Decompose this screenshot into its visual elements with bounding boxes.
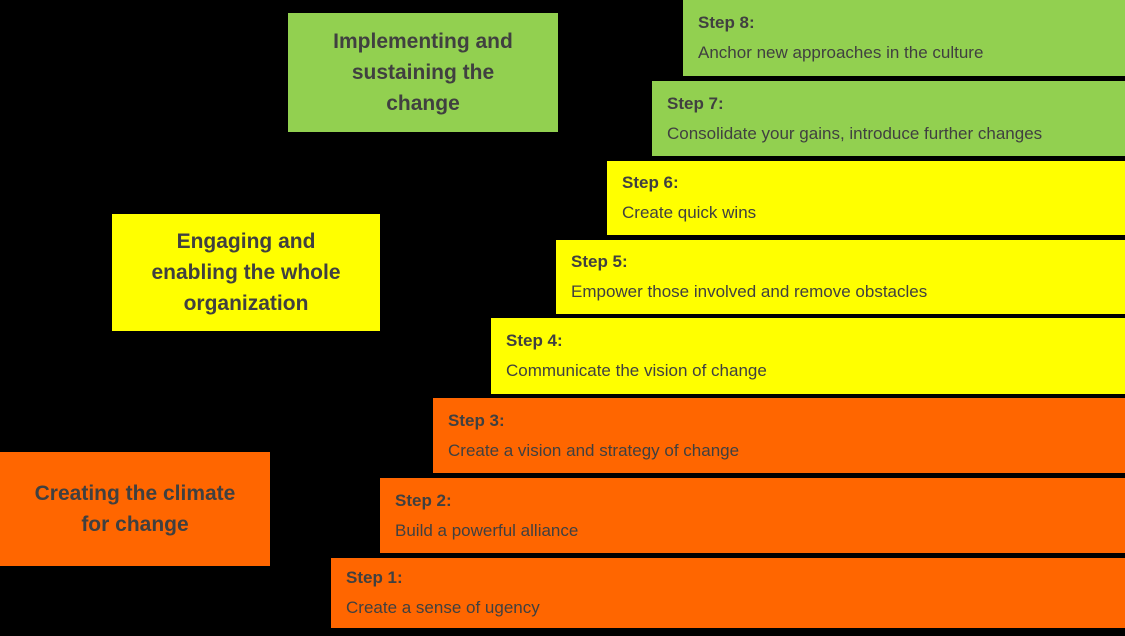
step-4-bar: Step 4: Communicate the vision of change: [491, 318, 1125, 394]
step-7-number: Step 7:: [667, 93, 724, 113]
step-5-number: Step 5:: [571, 252, 628, 271]
step-2-description: Build a powerful alliance: [395, 520, 579, 540]
step-6-description: Create quick wins: [622, 203, 757, 222]
step-8-description: Anchor new approaches in the culture: [698, 43, 984, 62]
step-8-number: Step 8:: [698, 13, 755, 32]
step-7-bar: Step 7: Consolidate your gains, introduc…: [652, 81, 1125, 156]
step-7-description: Consolidate your gains, introduce furthe…: [667, 123, 1043, 143]
step-1-bar: Step 1: Create a sense of ugency: [331, 558, 1125, 628]
step-2-number: Step 2:: [395, 490, 452, 510]
step-4-number: Step 4:: [506, 331, 563, 350]
step-5-bar: Step 5: Empower those involved and remov…: [556, 240, 1125, 314]
step-5-description: Empower those involved and remove obstac…: [571, 282, 928, 301]
step-1-description: Create a sense of ugency: [346, 598, 540, 617]
step-3-number: Step 3:: [448, 410, 505, 430]
phase-box-engaging-enabling: Engaging and enabling the whole organiza…: [112, 214, 380, 331]
phase-box-creating-climate: Creating the climate for change: [0, 452, 270, 566]
step-3-bar: Step 3: Create a vision and strategy of …: [433, 398, 1125, 473]
step-8-bar: Step 8: Anchor new approaches in the cul…: [683, 0, 1125, 76]
step-4-description: Communicate the vision of change: [506, 361, 767, 380]
step-1-number: Step 1:: [346, 568, 403, 587]
step-6-bar: Step 6: Create quick wins: [607, 161, 1125, 235]
phase-box-implementing-sustaining: Implementing and sustaining the change: [288, 13, 558, 132]
step-3-description: Create a vision and strategy of change: [448, 440, 740, 460]
step-6-number: Step 6:: [622, 173, 679, 192]
step-2-bar: Step 2: Build a powerful alliance: [380, 478, 1125, 553]
